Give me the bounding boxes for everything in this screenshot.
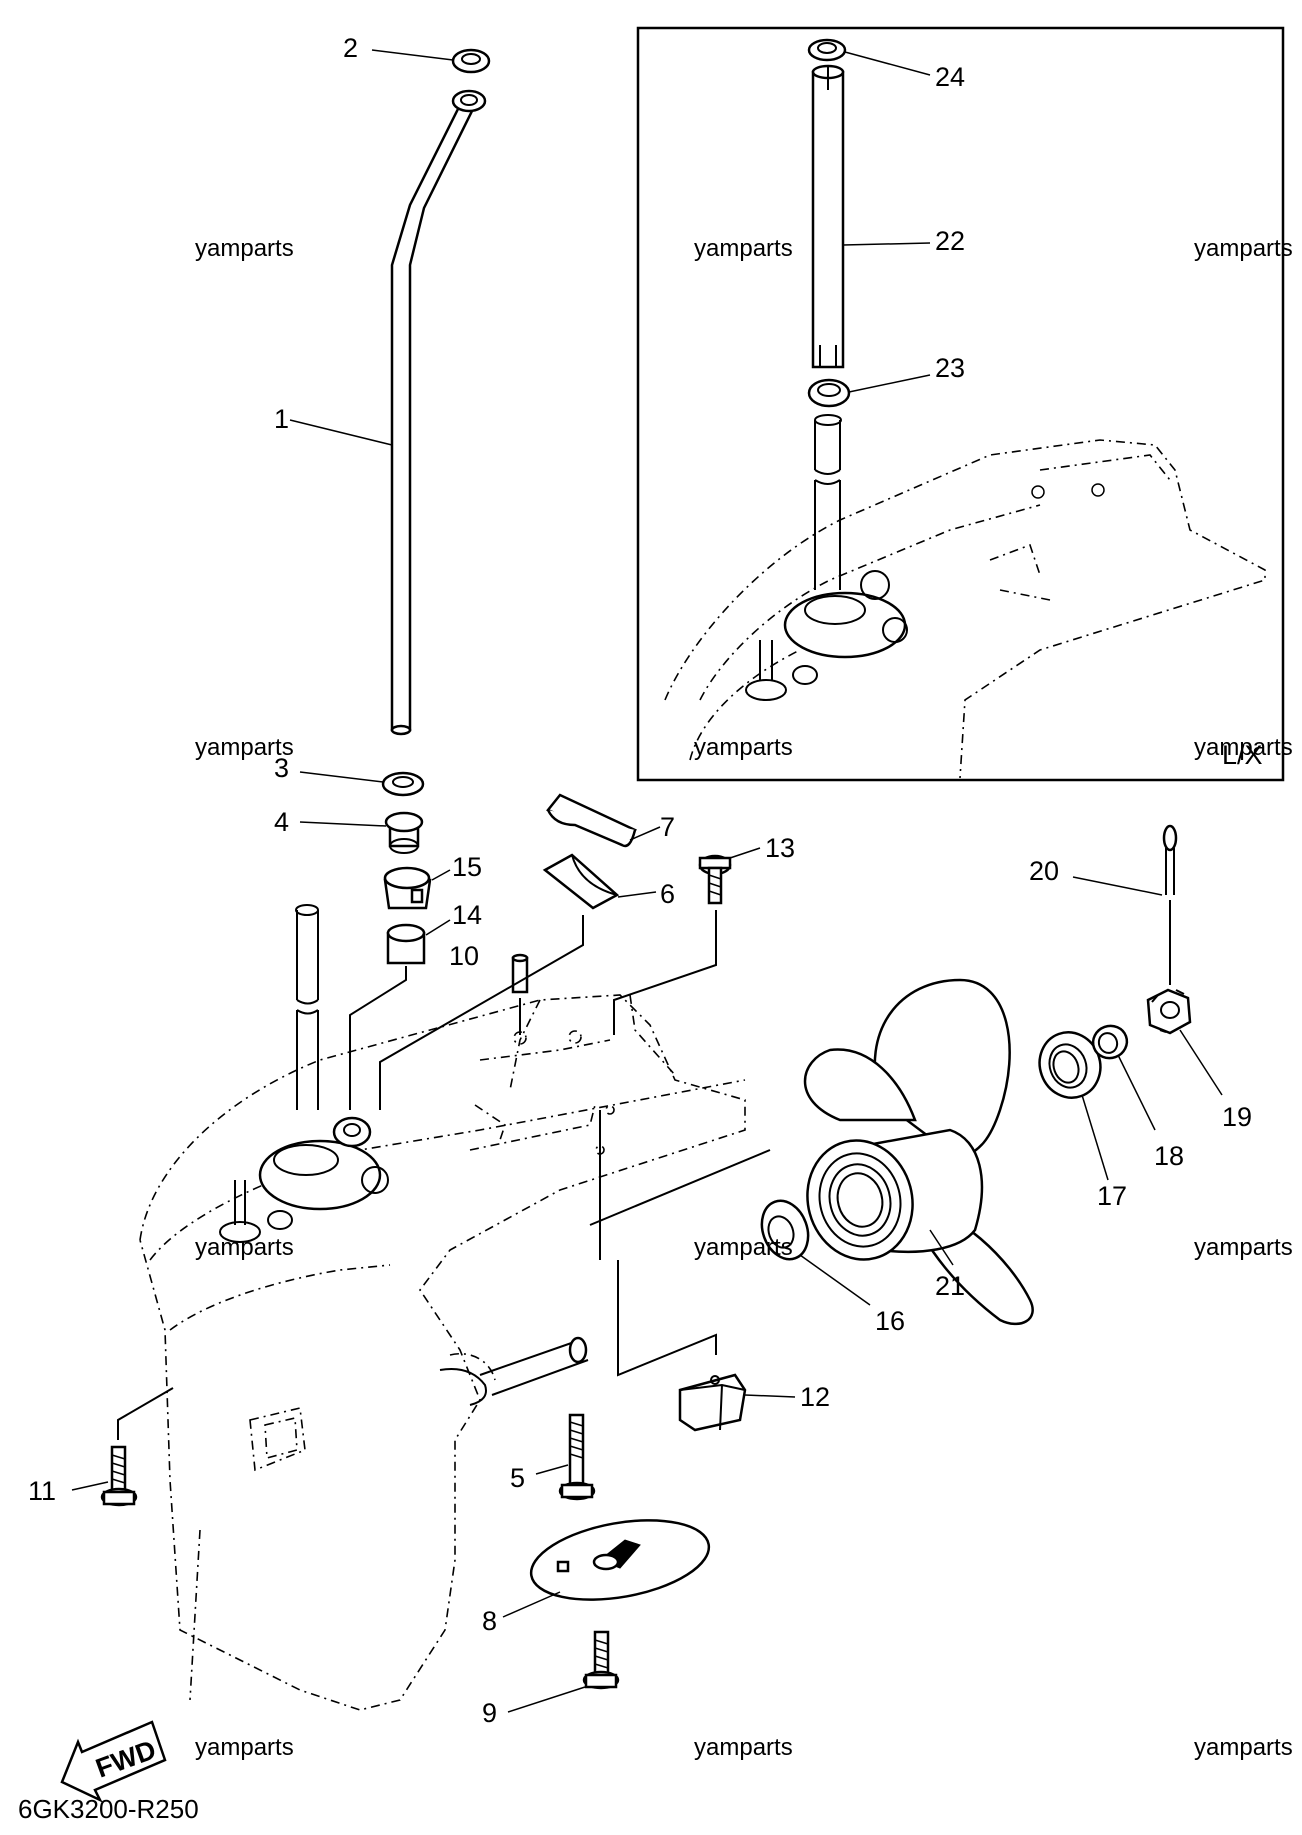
inset-lower-case-outline — [664, 439, 1266, 779]
part-8-trim-tab — [502, 1519, 711, 1618]
part-3-grommet — [299, 771, 425, 797]
part-17-spacer — [1038, 1031, 1109, 1181]
propeller-shaft — [439, 1336, 589, 1406]
callout-17: 17 — [1097, 1181, 1127, 1211]
part-6-rubber-seal — [542, 853, 657, 910]
callout-24: 24 — [935, 62, 965, 92]
callout-1: 1 — [274, 404, 289, 434]
callout-23: 23 — [935, 353, 965, 383]
watermarks: yamparts yamparts yamparts yamparts yamp… — [195, 235, 1293, 1761]
inset-water-pump — [745, 570, 908, 701]
part-13-bolt — [698, 847, 761, 905]
watermark: yamparts — [694, 235, 793, 262]
part-24-grommet — [807, 38, 931, 76]
part-1-water-tube — [289, 89, 487, 736]
part-19-castle-nut — [1146, 988, 1223, 1096]
watermark: yamparts — [694, 734, 793, 761]
part-18-washer — [1091, 1024, 1156, 1131]
callout-16: 16 — [875, 1306, 905, 1336]
part-16-thrust-washer — [760, 1199, 871, 1306]
part-4-seal — [299, 811, 424, 854]
part-10-dowel-pin — [511, 953, 529, 994]
part-2-grommet — [371, 48, 491, 74]
watermark: yamparts — [195, 734, 294, 761]
part-23-grommet — [807, 374, 931, 408]
callout-22: 22 — [935, 226, 965, 256]
callout-20: 20 — [1029, 856, 1059, 886]
callout-19: 19 — [1222, 1102, 1252, 1132]
callout-4: 4 — [274, 807, 289, 837]
water-pump-housing — [219, 1116, 389, 1243]
callout-14: 14 — [452, 900, 482, 930]
part-14-collar — [386, 919, 451, 965]
callout-15: 15 — [452, 852, 482, 882]
part-12-anode — [678, 1373, 796, 1432]
watermark: yamparts — [1194, 1734, 1293, 1761]
lower-case-outline — [139, 994, 746, 1711]
watermark: yamparts — [1194, 734, 1293, 761]
part-20-cotter-pin — [1072, 824, 1178, 985]
callout-3: 3 — [274, 753, 289, 783]
part-7-rubber-seal — [546, 793, 661, 848]
leader-lines — [117, 910, 771, 1440]
callout-7: 7 — [660, 812, 675, 842]
diagram-code: 6GK3200-R250 — [18, 1794, 199, 1824]
callout-13: 13 — [765, 833, 795, 863]
watermark: yamparts — [195, 1734, 294, 1761]
callout-11: 11 — [28, 1476, 56, 1506]
watermark: yamparts — [694, 1734, 793, 1761]
callout-8: 8 — [482, 1606, 497, 1636]
inset-frame — [636, 26, 1285, 782]
inset-label: L/X — [1222, 740, 1263, 770]
callouts: 1 2 3 4 5 6 7 8 9 10 11 12 13 14 15 16 1… — [28, 33, 1252, 1728]
callout-12: 12 — [800, 1382, 830, 1412]
callout-2: 2 — [343, 33, 358, 63]
watermark: yamparts — [195, 1234, 294, 1261]
callout-18: 18 — [1154, 1141, 1184, 1171]
fwd-arrow-icon: FWD — [60, 1720, 167, 1803]
watermark: yamparts — [1194, 235, 1293, 262]
watermark: yamparts — [694, 1234, 793, 1261]
inset-driveshaft — [814, 414, 842, 590]
callout-10: 10 — [449, 941, 479, 971]
watermark: yamparts — [195, 235, 294, 262]
part-21-propeller — [803, 978, 1034, 1326]
part-9-bolt — [507, 1630, 620, 1713]
callout-9: 9 — [482, 1698, 497, 1728]
main-driveshaft — [295, 904, 319, 1110]
callout-6: 6 — [660, 879, 675, 909]
callout-21: 21 — [935, 1271, 965, 1301]
part-15-grommet — [383, 866, 451, 910]
callout-5: 5 — [510, 1463, 525, 1493]
part-22-tube — [811, 64, 931, 369]
part-5-bolt — [535, 1413, 596, 1501]
watermark: yamparts — [1194, 1234, 1293, 1261]
part-11-bolt — [71, 1445, 138, 1507]
